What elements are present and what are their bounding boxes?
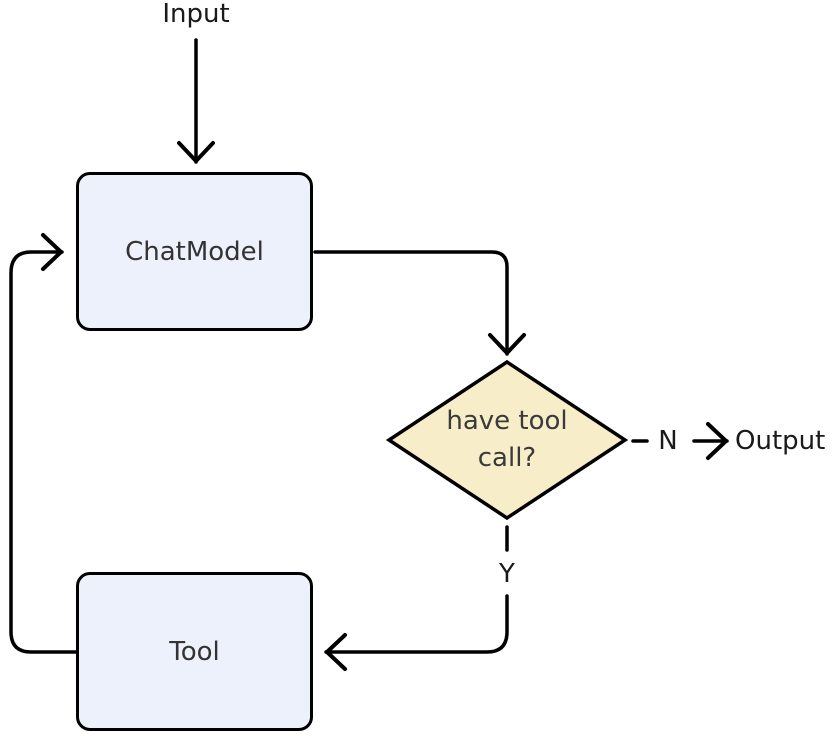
- node-chatmodel: ChatModel: [76, 172, 313, 331]
- edge-decision-yes-arrow: [324, 594, 509, 671]
- edge-label-yes: Y: [499, 559, 515, 589]
- node-decision-label: have tool call?: [446, 406, 568, 473]
- decision-diamond: [385, 359, 629, 521]
- edge-group: [9, 38, 729, 671]
- node-chatmodel-label: ChatModel: [125, 236, 264, 267]
- node-input-label: Input: [162, 0, 230, 29]
- edge-chatmodel-to-decision: [313, 250, 526, 356]
- node-tool: Tool: [76, 572, 313, 731]
- edge-tool-to-chatmodel: [9, 233, 79, 654]
- node-tool-label: Tool: [169, 636, 220, 667]
- edge-label-no: N: [658, 426, 678, 456]
- node-output-label: Output: [735, 426, 826, 456]
